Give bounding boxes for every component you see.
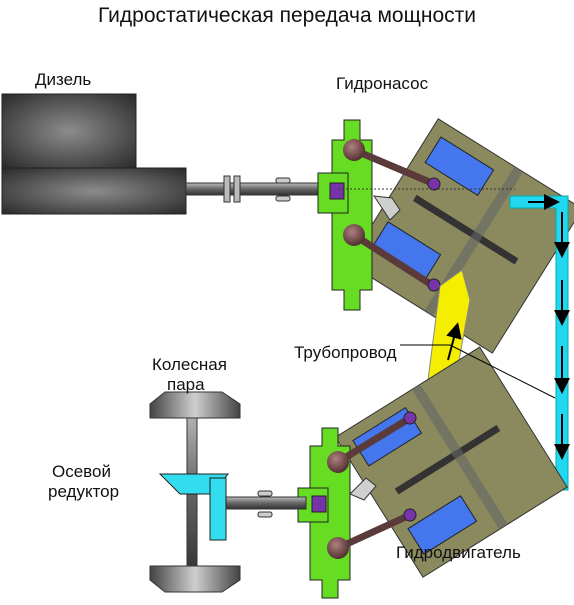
motor-output-shaft — [225, 490, 307, 518]
hydraulic-motor — [297, 346, 568, 599]
label-pump: Гидронасос — [336, 74, 429, 93]
diagram-title: Гидростатическая передача мощности — [97, 4, 477, 27]
label-motor: Гидродвигатель — [396, 543, 521, 562]
label-axle-gear-line1: Осевой — [52, 462, 111, 481]
pump-input-shaft — [185, 175, 322, 203]
label-diesel: Дизель — [35, 70, 92, 89]
label-axle-gear-line2: редуктор — [48, 482, 120, 501]
axle-gearbox — [158, 473, 230, 541]
leader-lines — [400, 344, 556, 399]
hydraulic-pump — [317, 118, 574, 354]
label-pipeline: Трубопровод — [294, 343, 397, 362]
label-wheelset-line2: пара — [167, 375, 205, 394]
diesel-engine — [1, 93, 187, 215]
label-wheelset-line1: Колесная — [152, 355, 227, 374]
